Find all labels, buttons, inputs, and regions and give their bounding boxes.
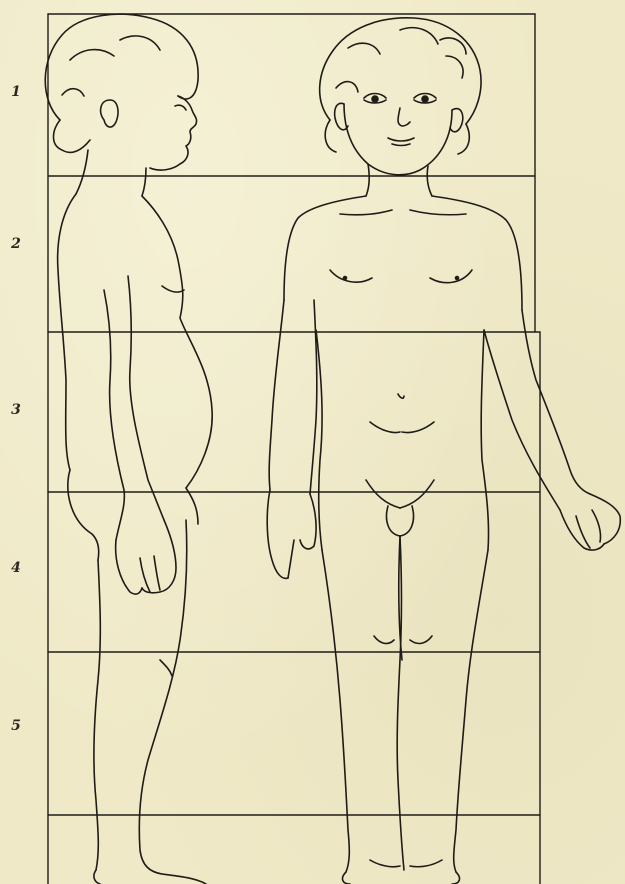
front-view-figure xyxy=(267,18,620,884)
proportion-grid xyxy=(48,14,540,884)
side-view-figure xyxy=(45,14,212,884)
